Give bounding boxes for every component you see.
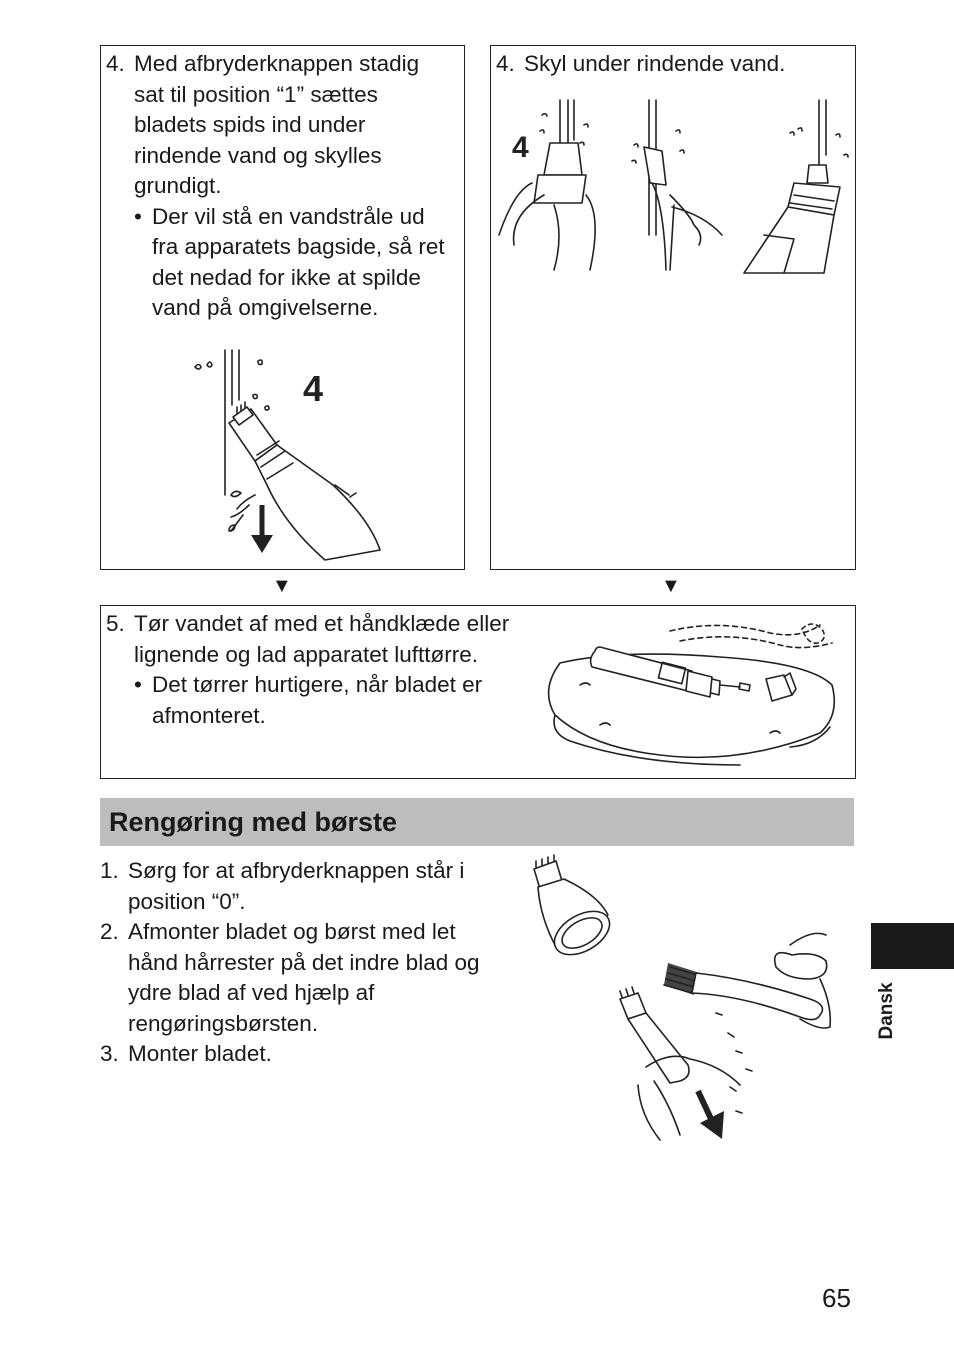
list-item: 2. Afmonter bladet og børst med let hånd… <box>100 917 520 1039</box>
figure-label: 4 <box>303 368 323 409</box>
page-number: 65 <box>822 1283 851 1313</box>
step-4-left-text: 4. Med afbryderknappen stadig sat til po… <box>106 49 461 324</box>
text-line: rengøringsbørsten. <box>128 1010 319 1036</box>
section-header: Rengøring med børste <box>100 798 854 846</box>
text-line: sat til position “1” sættes <box>134 81 378 107</box>
text-line: det nedad for ikke at spilde <box>152 264 421 290</box>
language-label: Dansk <box>876 982 897 1040</box>
text-line: hånd hårrester på det indre blad og <box>128 949 480 975</box>
step-number: 4. <box>496 51 515 76</box>
text-line: Med afbryderknappen stadig <box>134 51 420 76</box>
text-line: Skyl under rindende vand. <box>524 51 786 76</box>
text-line: Monter bladet. <box>128 1041 272 1066</box>
text-line: afmonteret. <box>152 702 266 728</box>
text-line: ydre blad af ved hjælp af <box>128 980 375 1005</box>
step-number: 1. <box>100 858 119 883</box>
text-line: Afmonter bladet og børst med let <box>128 919 456 944</box>
language-tab-label: Dansk <box>875 975 899 1047</box>
text-line: vand på omgivelserne. <box>152 295 379 320</box>
section-title: Rengøring med børste <box>109 807 398 837</box>
text-line: lignende og lad apparatet lufttørre. <box>134 641 478 667</box>
drying-on-towel-illustration <box>547 623 836 766</box>
text-line: Tør vandet af med et håndklæde eller <box>134 611 510 636</box>
rinsing-blade-illustration: 4 <box>498 99 849 274</box>
step-number: 3. <box>100 1041 119 1066</box>
text-line: position “0”. <box>128 888 246 914</box>
brush-cleaning-illustration <box>533 854 832 1141</box>
step-4-right-box <box>490 45 856 570</box>
text-line: rindende vand og skylles <box>134 142 382 168</box>
step-4-right-text: 4. Skyl under rindende vand. <box>496 49 851 80</box>
language-tab-marker <box>871 923 954 969</box>
text-line: bladets spids ind under <box>134 112 366 137</box>
text-line: Der vil stå en vandstråle ud <box>152 203 425 229</box>
text-line: Det tørrer hurtigere, når bladet er <box>152 672 483 697</box>
step-4-left-box <box>100 45 465 570</box>
list-item: 1. Sørg for at afbryderknappen står i po… <box>100 856 520 917</box>
rinsing-trimmer-illustration: 4 <box>194 349 381 561</box>
note-bullet: • Der vil stå en vandstråle ud fra appar… <box>106 202 461 324</box>
text-line: Sørg for at afbryderknappen står i <box>128 858 465 883</box>
bullet: • <box>134 203 142 229</box>
bullet: • <box>134 672 142 697</box>
list-item: 3. Monter bladet. <box>100 1039 520 1070</box>
note-bullet: • Det tørrer hurtigere, når bladet er af… <box>106 670 536 731</box>
step-5-box <box>100 605 856 779</box>
figure-label: 4 <box>512 131 529 164</box>
text-line: grundigt. <box>134 173 222 198</box>
down-arrow-icon: ▼ <box>661 575 681 597</box>
step-number: 5. <box>106 611 125 636</box>
cleaning-steps-list: 1. Sørg for at afbryderknappen står i po… <box>100 856 520 1070</box>
down-arrow-icon: ▼ <box>272 575 292 597</box>
text-line: fra apparatets bagside, så ret <box>152 234 445 259</box>
step-5-text: 5. Tør vandet af med et håndklæde eller … <box>106 609 536 731</box>
step-number: 2. <box>100 919 119 944</box>
step-number: 4. <box>106 51 125 76</box>
